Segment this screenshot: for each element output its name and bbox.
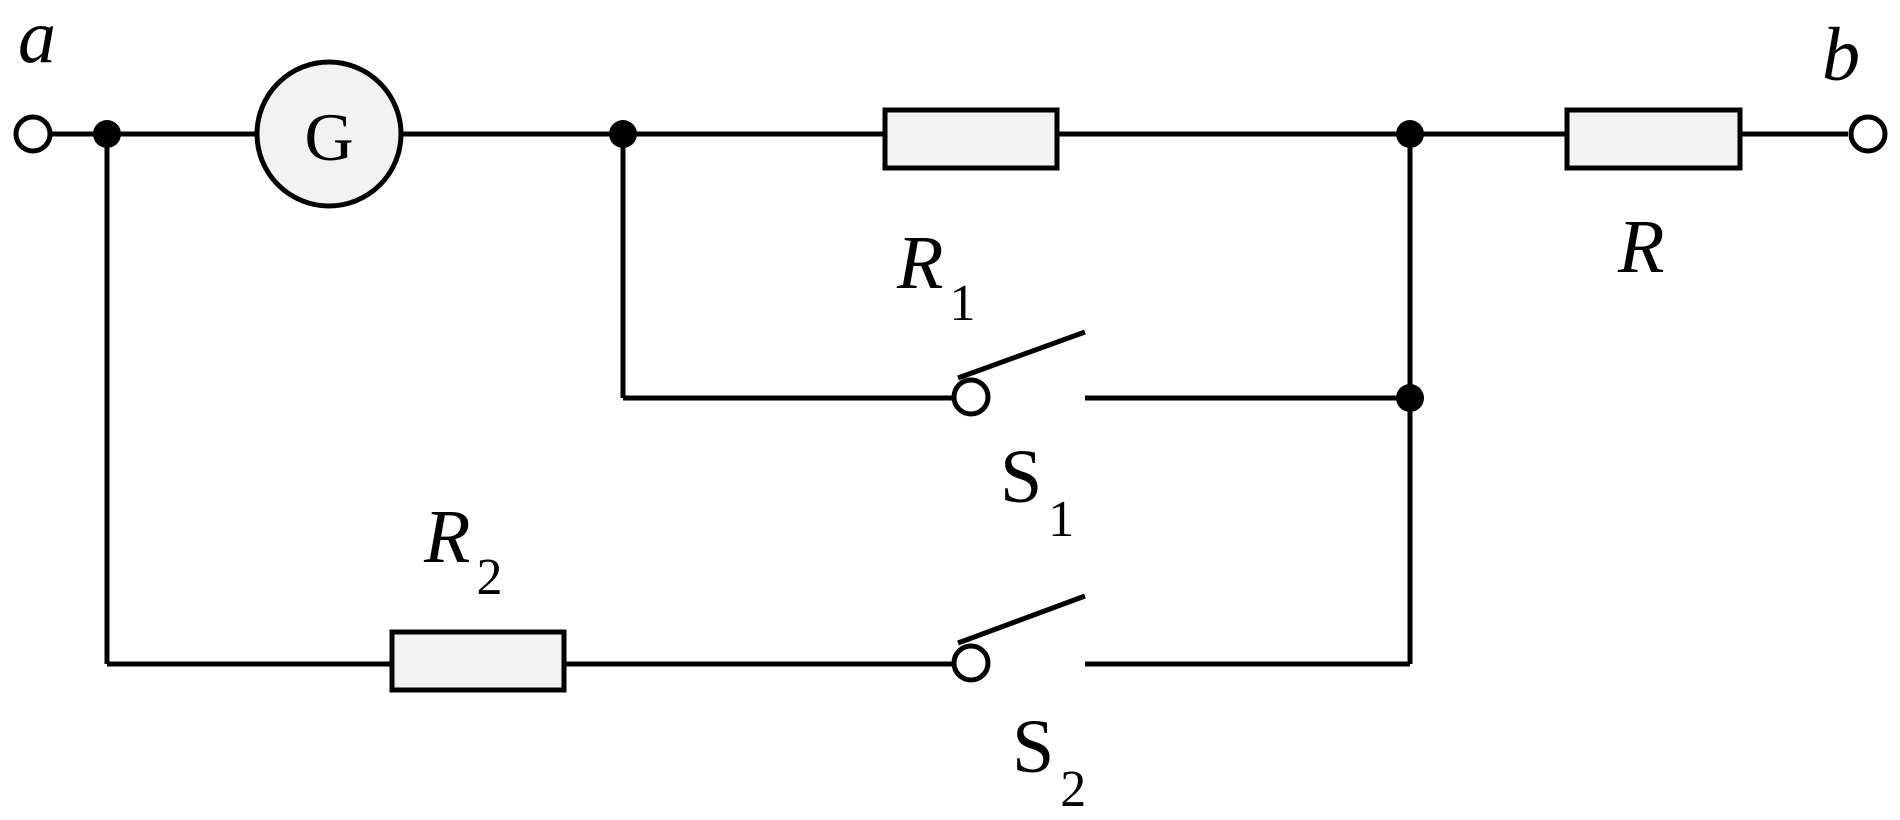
junction-dot (1396, 120, 1424, 148)
resistor-r (1564, 107, 1743, 171)
galvanometer-symbol: G (304, 99, 353, 175)
label-terminal-b: b (1822, 13, 1860, 97)
junction-dot (609, 120, 637, 148)
resistor-r2 (389, 629, 567, 693)
junction-dot (93, 120, 121, 148)
label-s2-letter: S (1012, 705, 1054, 789)
label-s1-subscript: 1 (1048, 491, 1074, 548)
switch-s2-pivot (951, 643, 991, 683)
label-s2-subscript: 2 (1060, 761, 1086, 818)
label-s1: S1 (1000, 435, 1074, 548)
switch-s1-pivot (951, 377, 991, 417)
label-r2-letter: R (423, 495, 470, 579)
label-terminal-a: a (18, 0, 56, 79)
label-s1-letter: S (1000, 435, 1042, 519)
switch-s1-blade (957, 329, 1086, 381)
terminal-a (13, 114, 53, 154)
label-r2-subscript: 2 (476, 549, 502, 606)
label-s2: S2 (1012, 705, 1086, 818)
label-r: R (1617, 205, 1664, 289)
resistor-r1 (882, 107, 1060, 171)
label-r1-subscript: 1 (949, 275, 975, 332)
switch-s2-blade (957, 593, 1086, 646)
junction-dot (1396, 384, 1424, 412)
label-r1-letter: R (896, 221, 943, 305)
terminal-b (1848, 114, 1888, 154)
galvanometer (254, 59, 404, 209)
